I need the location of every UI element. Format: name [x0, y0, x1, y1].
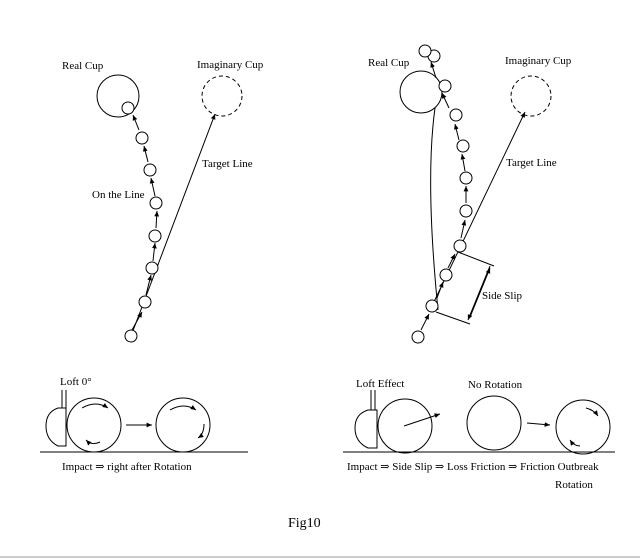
real-cup	[399, 70, 443, 114]
left-target-line-label: Target Line	[202, 158, 253, 170]
ball	[138, 295, 152, 309]
ball	[449, 108, 463, 122]
side-slip-dimension	[435, 251, 495, 325]
imaginary-cup	[510, 75, 552, 117]
ball	[453, 239, 467, 253]
ball	[418, 44, 432, 58]
loft-zero-label: Loft 0°	[60, 376, 92, 388]
ball	[143, 163, 157, 177]
curved-path	[430, 107, 439, 311]
left-real-cup-label: Real Cup	[62, 60, 104, 72]
ball	[411, 330, 425, 344]
bottom-right-caption: Impact ⇒ Side Slip ⇒ Loss Friction ⇒ Fri…	[347, 461, 599, 473]
ball-positions	[411, 44, 473, 344]
ball	[459, 171, 473, 185]
bottom-left-impact-diagram	[40, 390, 248, 453]
ball-no-rotation	[466, 395, 522, 451]
right-target-line-label: Target Line	[506, 157, 557, 169]
ball-impact	[377, 398, 433, 454]
ball	[438, 79, 452, 93]
ball-friction-rotation	[555, 399, 611, 455]
bottom-right-impact-diagram	[343, 390, 615, 455]
ball	[148, 229, 162, 243]
real-cup	[96, 74, 140, 118]
ball-positions	[121, 101, 163, 343]
ball-impact	[66, 397, 122, 453]
ball	[145, 261, 159, 275]
putter-head	[45, 407, 67, 447]
ball-path	[420, 61, 469, 331]
left-putt-diagram	[96, 74, 243, 343]
right-real-cup-label: Real Cup	[368, 57, 410, 69]
ball	[425, 299, 439, 313]
left-imaginary-cup-label: Imaginary Cup	[197, 59, 264, 71]
no-rotation-label: No Rotation	[468, 379, 523, 391]
bottom-right-caption-line2: Rotation	[555, 479, 593, 491]
ball	[439, 268, 453, 282]
ball-rotating	[155, 397, 211, 453]
right-putt-diagram	[399, 44, 552, 344]
ball	[121, 101, 135, 115]
ball	[149, 196, 163, 210]
bottom-left-caption: Impact ⇒ right after Rotation	[62, 461, 192, 473]
ball	[459, 204, 473, 218]
figure-label: Fig10	[288, 516, 321, 531]
ball	[135, 131, 149, 145]
right-imaginary-cup-label: Imaginary Cup	[505, 55, 572, 67]
imaginary-cup	[201, 75, 243, 117]
motion-arrow	[526, 422, 551, 427]
on-the-line-label: On the Line	[92, 189, 145, 201]
ball	[124, 329, 138, 343]
putter-head	[354, 409, 378, 449]
loft-effect-label: Loft Effect	[356, 378, 404, 390]
ball	[456, 139, 470, 153]
side-slip-label: Side Slip	[482, 290, 523, 302]
ball-path	[131, 114, 160, 331]
